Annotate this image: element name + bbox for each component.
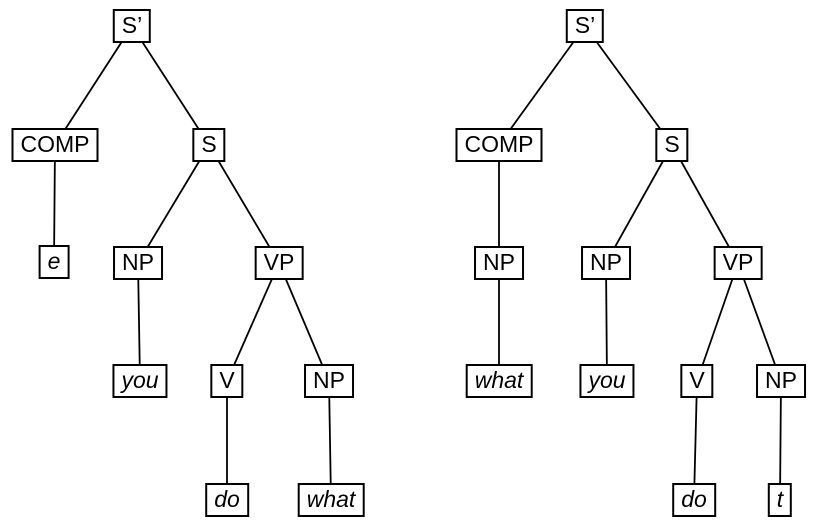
tree-node-left-tree-do: do — [205, 483, 249, 517]
tree-node-right-tree-s-prime: S’ — [565, 9, 605, 43]
tree-node-left-tree-s-prime: S’ — [112, 9, 152, 43]
tree-node-right-tree-np-wh: NP — [474, 246, 524, 280]
tree-node-right-tree-you: you — [579, 364, 635, 398]
tree-node-right-tree-np-subj: NP — [581, 246, 631, 280]
tree-edge-np-obj-t — [779, 380, 782, 501]
tree-edge-s-np-subj — [605, 144, 673, 264]
tree-edge-v-do — [693, 380, 698, 501]
tree-edge-vp-np-obj — [737, 262, 782, 382]
tree-node-right-tree-v: V — [680, 364, 714, 398]
tree-edge-np-subj-you — [137, 262, 141, 382]
tree-node-left-tree-v: V — [210, 364, 244, 398]
tree-node-left-tree-e: e — [38, 245, 70, 279]
tree-node-left-tree-np-subj: NP — [113, 246, 163, 280]
tree-edge-s-prime-s — [584, 25, 673, 146]
tree-edge-vp-v — [226, 262, 280, 382]
tree-node-right-tree-s: S — [655, 128, 689, 162]
tree-node-left-tree-what: what — [297, 483, 365, 517]
tree-node-left-tree-np-obj: NP — [304, 364, 354, 398]
tree-edge-np-obj-what — [328, 380, 332, 501]
tree-edge-vp-np-obj — [278, 262, 330, 382]
tree-node-right-tree-what: what — [465, 364, 533, 398]
tree-edge-s-prime-comp — [498, 25, 586, 146]
tree-node-right-tree-do: do — [672, 483, 716, 517]
tree-edge-s-np-subj — [137, 144, 210, 264]
tree-edge-np-subj-you — [605, 262, 608, 382]
tree-node-left-tree-you: you — [112, 364, 168, 398]
tree-edge-s-prime-comp — [54, 25, 133, 146]
tree-node-left-tree-vp: VP — [254, 246, 304, 280]
tree-edge-vp-v — [696, 262, 739, 382]
tree-node-right-tree-t: t — [767, 483, 793, 517]
tree-node-right-tree-np-obj: NP — [756, 364, 806, 398]
tree-node-right-tree-comp: COMP — [455, 128, 543, 162]
tree-edge-s-vp — [208, 144, 280, 264]
tree-node-left-tree-comp: COMP — [11, 128, 99, 162]
tree-node-right-tree-vp: VP — [713, 246, 763, 280]
tree-edge-comp-e — [53, 144, 56, 263]
tree-node-left-tree-s: S — [192, 128, 226, 162]
tree-edge-s-vp — [671, 144, 739, 264]
tree-edge-s-prime-s — [131, 25, 210, 146]
